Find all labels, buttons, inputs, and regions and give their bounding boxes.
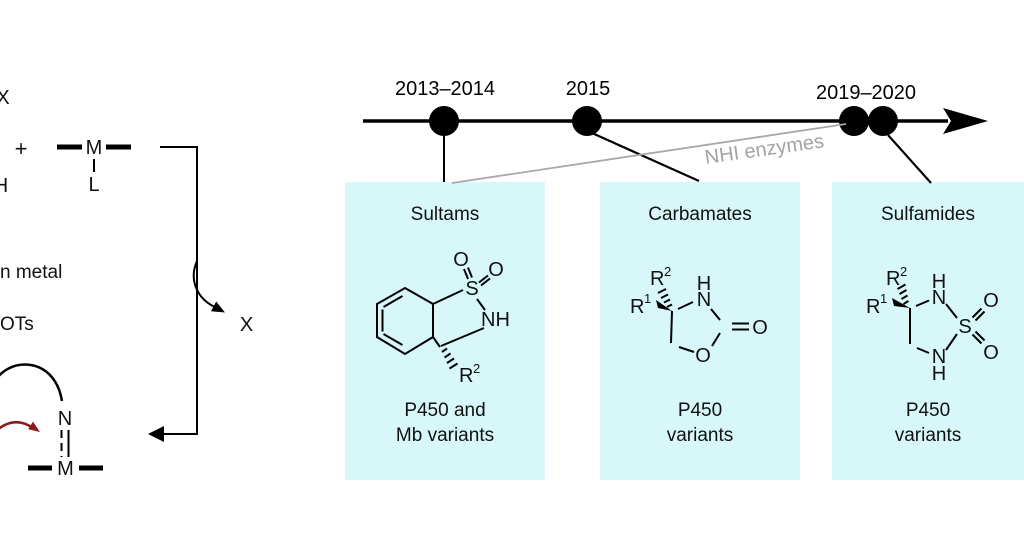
timeline-arrowhead — [943, 108, 988, 134]
connector-carbamates — [591, 131, 700, 183]
red-curved-arrow — [0, 421, 34, 430]
sultams-box: Sultams P450 and Mb variants — [345, 182, 545, 480]
nitrene-n-label: N — [58, 408, 72, 430]
timeline-dot-2013 — [429, 106, 459, 136]
nitrene-m-label: M — [57, 458, 74, 480]
x-byproduct-label: X — [240, 314, 253, 336]
sulfamides-caption-line2: variants — [894, 425, 962, 446]
carbamates-caption-line2: variants — [666, 425, 734, 446]
reaction-bracket-arrow — [160, 146, 198, 435]
x-release-arrowhead — [211, 301, 225, 313]
plus-sign: + — [15, 136, 28, 161]
reaction-arrowhead — [148, 426, 164, 442]
x-reagent-label: X — [0, 87, 10, 109]
sultams-title: Sultams — [410, 204, 480, 225]
timeline-dot-2019 — [839, 106, 869, 136]
ots-label: OTs — [0, 314, 34, 335]
x-release-curved-arrow — [192, 260, 218, 309]
sulfamides-title: Sulfamides — [881, 204, 975, 225]
red-arrowhead — [28, 421, 40, 432]
metal-complex-label: M — [86, 137, 103, 159]
timeline-dot-2015 — [572, 106, 602, 136]
carbamates-box: Carbamates P450 variants — [600, 182, 800, 480]
sultams-caption: P450 and Mb variants — [345, 398, 545, 448]
h-reagent-label: H — [0, 175, 8, 197]
nitrene-curved-bond-arc — [0, 363, 64, 402]
timeline-label-2015: 2015 — [565, 78, 611, 100]
carbamates-title: Carbamates — [648, 204, 752, 225]
sulfamides-box: Sulfamides P450 variants — [832, 182, 1024, 480]
carbamates-caption: P450 variants — [600, 398, 800, 448]
carbamates-caption-line1: P450 — [677, 400, 723, 421]
connector-sulfamides — [887, 134, 932, 184]
timeline-label-2019-2020: 2019–2020 — [815, 82, 917, 104]
timeline-label-2013-2014: 2013–2014 — [394, 78, 496, 100]
timeline-graphic — [363, 106, 988, 184]
sultams-caption-line1: P450 and — [404, 400, 486, 421]
sultams-caption-line2: Mb variants — [395, 425, 495, 446]
sulfamides-caption-line1: P450 — [905, 400, 951, 421]
nhi-enzymes-label: NHI enzymes — [703, 130, 826, 169]
timeline-dot-2020 — [868, 106, 898, 136]
ligand-label: L — [88, 174, 99, 196]
sulfamides-caption: P450 variants — [832, 398, 1024, 448]
metal-caption-text: n metal — [0, 262, 62, 283]
left-reaction-scheme: X + H M L n metal OTs X N — [0, 87, 253, 480]
